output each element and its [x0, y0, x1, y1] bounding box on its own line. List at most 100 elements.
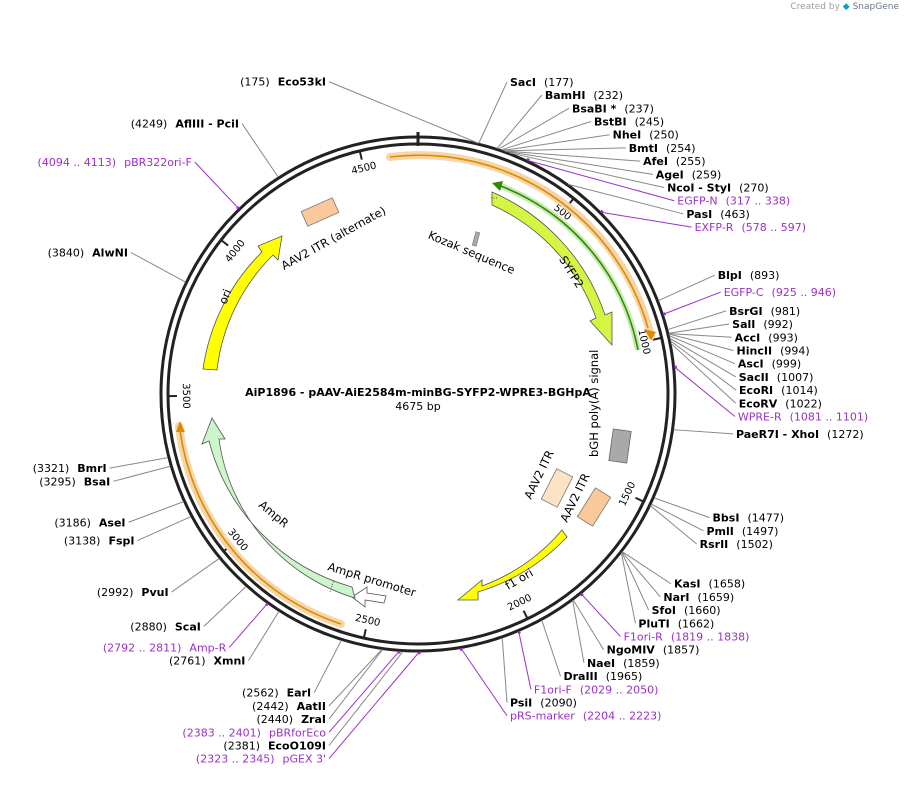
- site-label[interactable]: PaeR7I - XhoI(1272): [736, 428, 864, 441]
- site-leader-line: [502, 134, 610, 151]
- site-name: BsaBI *: [572, 102, 617, 115]
- site-label[interactable]: NcoI - StyI(270): [667, 182, 769, 195]
- site-label[interactable]: EcoRI(1014): [739, 384, 818, 397]
- primer-label[interactable]: pRS-marker(2204 .. 2223): [510, 710, 661, 723]
- site-label[interactable]: (2442)AatII: [252, 700, 326, 713]
- site-label[interactable]: (175)Eco53kI: [240, 76, 326, 89]
- site-leader-line: [328, 651, 404, 746]
- site-name: RsrII: [700, 538, 729, 551]
- site-label[interactable]: (2992)PvuI: [97, 586, 169, 599]
- site-coord: (1477): [747, 512, 784, 525]
- site-label[interactable]: DraIII(1965): [563, 670, 642, 683]
- primer-label[interactable]: EXFP-R(578 .. 597): [695, 221, 806, 234]
- site-label[interactable]: PsiI(2090): [510, 697, 577, 710]
- site-label[interactable]: (2440)ZraI: [257, 713, 327, 726]
- site-name: HincII: [737, 344, 773, 357]
- site-leader-line: [137, 516, 192, 542]
- site-name: PluTI: [638, 617, 669, 630]
- site-label[interactable]: SfoI(1660): [652, 604, 721, 617]
- site-coord: (1857): [663, 644, 700, 657]
- site-label[interactable]: (2562)EarI: [242, 687, 311, 700]
- site-label[interactable]: SacI(177): [510, 76, 574, 89]
- site-name: XmnI: [214, 655, 246, 668]
- site-label[interactable]: NaeI(1859): [587, 657, 660, 670]
- site-label[interactable]: RsrII (1502): [700, 538, 773, 551]
- site-leader-line: [171, 558, 220, 593]
- site-label[interactable]: PasI(463): [686, 208, 749, 221]
- feature-aav2-itr[interactable]: [576, 487, 612, 527]
- primer-label[interactable]: (2792 .. 2811)Amp-R: [103, 641, 227, 654]
- site-coord: (1022): [785, 397, 822, 410]
- feature-f1-ori[interactable]: [456, 529, 568, 601]
- site-name: PmlI: [706, 525, 733, 538]
- primer-label[interactable]: F1ori-R(1819 .. 1838): [624, 631, 750, 644]
- site-label[interactable]: NgoMIV(1857): [607, 644, 700, 657]
- site-name: NaeI: [587, 657, 615, 670]
- primer-label[interactable]: WPRE-R(1081 .. 1101): [738, 410, 868, 423]
- feature-ampr-promoter[interactable]: [351, 586, 387, 608]
- site-label[interactable]: BmtI(254): [629, 142, 696, 155]
- site-label[interactable]: BsrGI(981): [729, 305, 800, 318]
- credit-prefix: Created by: [790, 2, 840, 12]
- primer-label[interactable]: (2323 .. 2345)pGEX 3': [196, 753, 326, 766]
- site-name: EcoRV: [739, 397, 778, 410]
- site-coord: (1272): [827, 428, 864, 441]
- primer-coord: (1081 .. 1101): [790, 410, 869, 423]
- feature-aav2-itr-alternate[interactable]: [300, 197, 340, 227]
- site-leader-line: [673, 429, 734, 435]
- site-label[interactable]: (2761) XmnI: [169, 655, 245, 668]
- plasmid-name: AiP1896 - pAAV-AiE2584m-minBG-SYFP2-WPRE…: [245, 386, 591, 399]
- site-label[interactable]: AccI(993): [735, 331, 798, 344]
- site-coord: (1502): [736, 538, 773, 551]
- site-label[interactable]: (4249)AflIII - PciI: [131, 118, 239, 131]
- site-label[interactable]: BstBI(245): [594, 116, 664, 129]
- site-label[interactable]: PluTI(1662): [638, 617, 714, 630]
- site-label[interactable]: NheI(250): [613, 129, 679, 142]
- site-label[interactable]: BbsI(1477): [713, 512, 784, 525]
- site-label[interactable]: (3295)BsaI: [39, 475, 110, 488]
- site-label[interactable]: NarI(1659): [663, 591, 734, 604]
- site-label[interactable]: KasI(1658): [674, 578, 745, 591]
- feature-ampr[interactable]: [201, 417, 356, 599]
- site-name: DraIII: [563, 670, 597, 683]
- site-label[interactable]: (2880)ScaI: [130, 620, 201, 633]
- site-label[interactable]: SalI(992): [732, 318, 793, 331]
- site-label[interactable]: (3321)BmrI: [33, 462, 107, 475]
- feature-aav2-itr-light[interactable]: [540, 468, 574, 508]
- site-coord: (259): [692, 168, 722, 181]
- primer-binding-mark: [662, 312, 666, 316]
- site-label[interactable]: AscI(999): [738, 358, 801, 371]
- site-coord: (2880): [130, 620, 167, 633]
- primer-coord: (2792 .. 2811): [103, 641, 182, 654]
- primer-label[interactable]: EGFP-N(317 .. 338): [677, 195, 790, 208]
- site-label[interactable]: HincII(994): [737, 344, 810, 357]
- site-label[interactable]: BamHI(232): [545, 89, 623, 102]
- primer-label[interactable]: (4094 .. 4113)pBR322ori-F: [38, 156, 192, 169]
- site-coord: (245): [635, 116, 665, 129]
- site-label[interactable]: (3138)FspI: [64, 535, 135, 548]
- site-label[interactable]: EcoRV (1022): [739, 397, 822, 410]
- tick-mark: [359, 151, 363, 160]
- primer-label[interactable]: (2383 .. 2401)pBRforEco: [182, 726, 326, 739]
- site-label[interactable]: BsaBI *(237): [572, 102, 654, 115]
- primer-label[interactable]: EGFP-C(925 .. 946): [724, 286, 836, 299]
- plasmid-size: 4675 bp: [395, 400, 440, 413]
- feature-bgh-polya[interactable]: [608, 428, 632, 464]
- site-label[interactable]: AfeI(255): [643, 155, 705, 168]
- site-label[interactable]: SacII(1007): [739, 371, 814, 384]
- site-label[interactable]: BlpI(893): [718, 269, 780, 282]
- feature-ori[interactable]: [202, 235, 283, 371]
- feature-sygfp[interactable]: [491, 191, 613, 347]
- primer-label[interactable]: F1ori-F(2029 .. 2050): [534, 683, 659, 696]
- site-label[interactable]: AgeI(259): [656, 168, 722, 181]
- tick-label: 2500: [354, 613, 381, 629]
- site-label[interactable]: (2381)EcoO109I: [223, 739, 326, 752]
- site-leader-line: [667, 310, 727, 331]
- site-label[interactable]: PmlI(1497): [706, 525, 778, 538]
- feature-kozak[interactable]: [471, 231, 481, 247]
- site-label[interactable]: (3186)AseI: [54, 516, 125, 529]
- site-name: BamHI: [545, 89, 586, 102]
- site-coord: (2761): [169, 655, 206, 668]
- site-leader-line: [669, 337, 736, 378]
- site-label[interactable]: (3840)AlwNI: [48, 247, 128, 260]
